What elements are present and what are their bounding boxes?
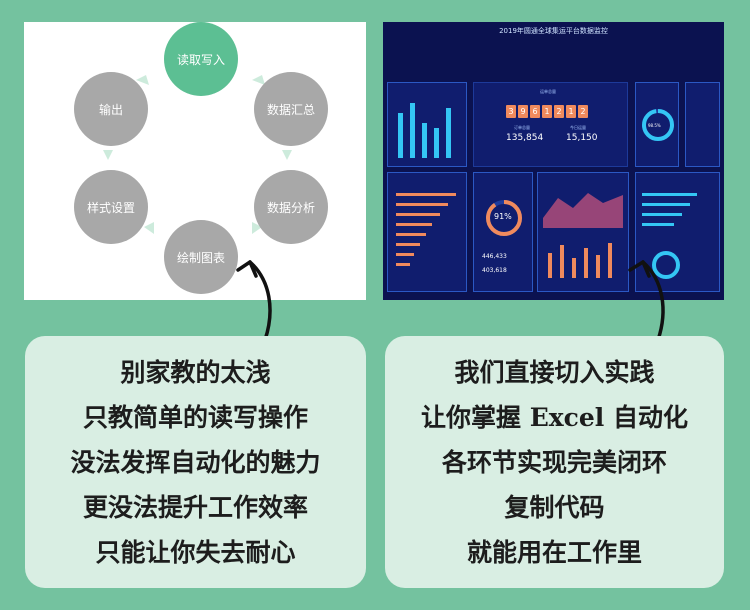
counter-digit: 6	[530, 105, 540, 118]
arrow-2	[282, 150, 292, 160]
bar-chart-graphic	[398, 103, 451, 158]
cycle-node-style: 样式设置	[74, 170, 148, 244]
dashboard-title: 2019年圆通全球集运平台数据监控	[499, 27, 608, 35]
card-line: 复制代码	[504, 492, 605, 522]
card-line: 更没法提升工作效率	[82, 492, 308, 522]
card-line: 只能让你失去耐心	[95, 537, 296, 567]
counter-label: 运单总量	[540, 89, 556, 94]
donut2-value: 91%	[494, 212, 512, 221]
cycle-node-label: 输出	[98, 102, 123, 117]
cycle-node-chart: 绘制图表	[164, 220, 238, 294]
counter-digit: 1	[566, 105, 576, 118]
right-text-card: 我们直接切入实践 让你掌握 Excel 自动化 各环节实现完美闭环 复制代码 就…	[385, 336, 724, 588]
cycle-node-analysis: 数据分析	[254, 170, 328, 244]
arrow-3	[252, 222, 262, 234]
progress-bars-graphic	[642, 193, 697, 279]
stat4-value: 403,618	[482, 267, 507, 274]
arrow-6	[136, 75, 149, 85]
counter-digit: 2	[578, 105, 588, 118]
counter-digit: 2	[554, 105, 564, 118]
arrow-4	[144, 222, 154, 234]
card-line: 就能用在工作里	[466, 537, 642, 567]
dashboard-donut-box: 98.5%	[635, 82, 679, 167]
cycle-node-label: 读取写入	[176, 52, 225, 67]
donut1-value: 98.5%	[648, 123, 661, 128]
card-line: 没法发挥自动化的魅力	[70, 447, 321, 477]
counter-digit: 9	[518, 105, 528, 118]
cycle-node-label: 样式设置	[86, 200, 135, 215]
donut2-graphic	[486, 200, 522, 236]
stat1-value: 135,854	[506, 133, 544, 143]
right-hook-arrow	[628, 260, 665, 342]
process-cycle-panel: 读取写入 数据汇总 数据分析 绘制图表 样式设置 输出	[24, 22, 366, 300]
area-chart-graphic	[543, 193, 623, 278]
counter-digit: 1	[542, 105, 552, 118]
stat2-value: 15,150	[566, 133, 598, 143]
cycle-node-output: 输出	[74, 72, 148, 146]
dashboard-bar-chart-box	[387, 82, 467, 167]
arrow-1	[252, 75, 265, 85]
card-line: 让你掌握 Excel 自动化	[421, 402, 688, 432]
card-line: 我们直接切入实践	[454, 357, 655, 387]
card-line: 各环节实现完美闭环	[441, 447, 667, 477]
cycle-node-label: 数据分析	[266, 200, 315, 215]
stat1-label: 订单总量	[514, 125, 530, 130]
card-line: 别家教的太浅	[120, 357, 271, 387]
cycle-node-summary: 数据汇总	[254, 72, 328, 146]
left-text-card: 别家教的太浅 只教简单的读写操作 没法发挥自动化的魅力 更没法提升工作效率 只能…	[25, 336, 366, 588]
stat2-label: 今日运量	[570, 125, 586, 130]
dashboard-mini-box	[685, 82, 720, 167]
stat3-value: 446,433	[482, 253, 507, 260]
dashboard-ranking-box	[387, 172, 467, 292]
arrow-5	[103, 150, 113, 160]
cycle-node-read-write: 读取写入	[164, 22, 238, 96]
cycle-node-label: 数据汇总	[266, 102, 315, 117]
ranking-bars-graphic	[396, 193, 456, 266]
counter-digit: 3	[506, 105, 516, 118]
left-hook-arrow	[236, 260, 272, 342]
card-line: 只教简单的读写操作	[82, 402, 308, 432]
dashboard-area-chart-box	[537, 172, 629, 292]
cycle-node-label: 绘制图表	[176, 250, 225, 265]
cycle-arrows	[103, 75, 292, 234]
donut-chart-graphic	[642, 109, 674, 141]
dashboard-donut2-box: 91% 446,433 403,618	[473, 172, 533, 292]
